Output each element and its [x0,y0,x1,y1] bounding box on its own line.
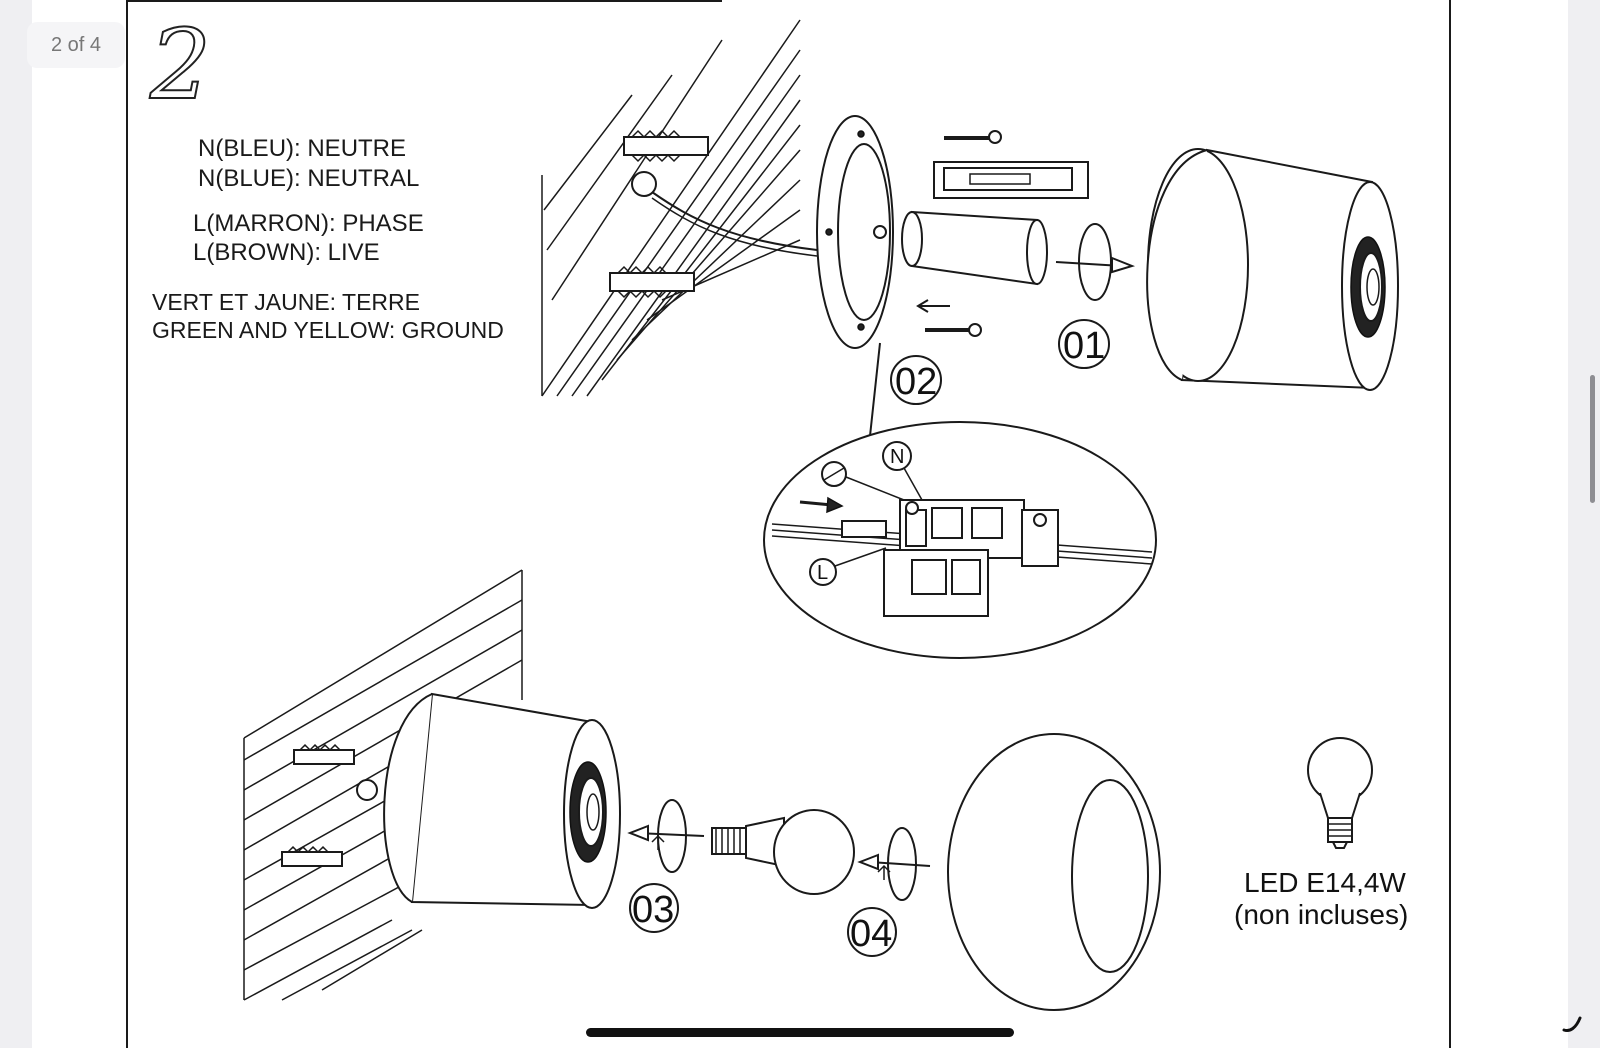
bulb-spec-icon [1307,737,1373,849]
wiring-legend: N(BLEU): NEUTRE N(BLUE): NEUTRAL L(MARRO… [152,135,504,343]
wall-anchor-lower-bottom [281,845,343,867]
assembly-diagram: 2 N(BLEU): NEUTRE N(BLUE): NEUTRAL L(MAR… [126,0,1451,1048]
mounting-tube [901,210,1048,286]
mounting-plate [816,115,894,349]
callout-neutral-label: N [890,446,904,468]
step-01-badge: 01 [1058,319,1110,369]
step-04-label: 04 [850,913,892,955]
bulb-spec-line1: LED E14,4W [1244,867,1406,898]
step-01-label: 01 [1063,325,1105,367]
wiring-callout: N L [763,342,1157,659]
step-02-label: 02 [895,361,937,403]
markup-pen-icon[interactable] [1562,1014,1584,1034]
wall-anchor-bottom [609,265,695,299]
wall-anchor-top [623,129,709,163]
cable-entry [631,171,657,197]
wall-anchor-lower-top [293,743,355,765]
screw-bottom [925,323,982,337]
callout-live-label: L [817,562,828,584]
globe-diffuser [947,733,1161,1011]
driver-box [933,161,1089,199]
led-bulb [711,809,855,895]
shade-bottom [383,692,621,909]
wall-top-hatch [541,19,801,397]
screw-top [944,130,1002,144]
home-indicator[interactable] [586,1028,1014,1037]
page-counter-badge: 2 of 4 [27,22,125,68]
legend-ground-en: GREEN AND YELLOW: GROUND [152,317,504,343]
step-04-badge: 04 [847,907,897,957]
legend-neutral-en: N(BLUE): NEUTRAL [198,165,419,192]
legend-ground-fr: VERT ET JAUNE: TERRE [152,289,420,315]
step-number: 2 [149,9,211,121]
step-03-badge: 03 [629,883,679,933]
legend-live-fr: L(MARRON): PHASE [193,210,424,237]
bulb-spec-line2: (non incluses) [1234,899,1408,930]
vertical-scrollbar[interactable] [1590,375,1595,503]
step-02-badge: 02 [890,355,942,405]
legend-neutral-fr: N(BLEU): NEUTRE [198,135,406,162]
legend-live-en: L(BROWN): LIVE [193,239,380,266]
step-03-label: 03 [632,889,674,931]
manual-page: 2 N(BLEU): NEUTRE N(BLUE): NEUTRAL L(MAR… [32,0,1568,1048]
